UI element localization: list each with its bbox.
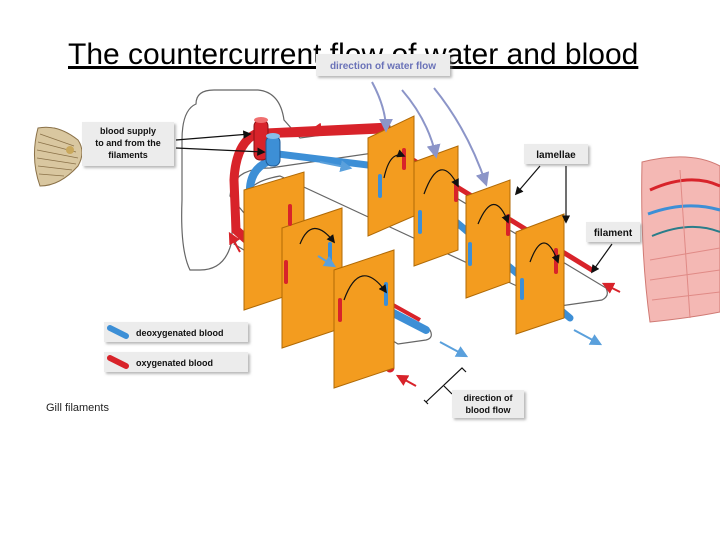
svg-text:oxygenated blood: oxygenated blood — [136, 358, 213, 368]
lamellar-capillaries — [284, 148, 558, 322]
label-water-flow: direction of water flow — [316, 54, 450, 76]
blood-direction-arrows — [228, 122, 621, 387]
label-lamellae: lamellae — [514, 144, 588, 224]
svg-text:lamellae: lamellae — [536, 150, 576, 161]
svg-text:filament: filament — [594, 228, 633, 239]
fish-head-illustration — [34, 126, 83, 187]
svg-text:direction of: direction of — [464, 393, 514, 403]
lamellae-plates — [243, 115, 565, 389]
svg-text:to and from the: to and from the — [95, 138, 161, 148]
svg-text:deoxygenated blood: deoxygenated blood — [136, 328, 224, 338]
svg-text:blood supply: blood supply — [100, 126, 156, 136]
svg-text:filaments: filaments — [108, 150, 148, 160]
figure-caption: Gill filaments — [46, 402, 109, 414]
legend: deoxygenated blood oxygenated blood — [104, 322, 248, 372]
lamella-flow-arrows — [299, 149, 560, 301]
svg-text:direction of water flow: direction of water flow — [330, 61, 436, 72]
gill-closeup-illustration — [641, 156, 720, 323]
label-blood-flow: direction of blood flow — [423, 367, 524, 418]
label-blood-supply: blood supply to and from the filaments — [82, 122, 266, 166]
water-flow-arrows — [371, 81, 490, 187]
svg-text:blood flow: blood flow — [466, 405, 512, 415]
label-filament: filament — [586, 222, 640, 274]
